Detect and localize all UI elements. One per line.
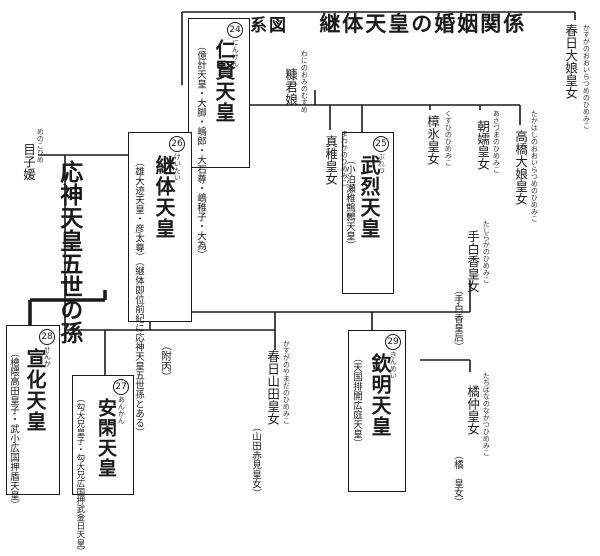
person-reading-wanikimi: わにのおみのむすめ bbox=[300, 50, 309, 113]
sovereign-note-keitai: （雄大迹天皇・彦太尊）（継体即位前紀に応神天皇五世孫とある） bbox=[132, 157, 144, 438]
sovereign-note-kinmei: （天国排開広庭天皇） bbox=[350, 353, 362, 448]
sovereign-number-ninken: 24 bbox=[227, 22, 243, 38]
sovereign-box-ninken: 24 にんけん 仁賢天皇 （億計天皇・大脚・嶋郎・大石尊・嶋稚子・大為） bbox=[188, 18, 250, 260]
sovereign-name-senka: 宣化天皇 bbox=[23, 348, 47, 432]
sovereign-note-ankan: （勾大兄皇子・勾大兄広国押武金日天皇） bbox=[74, 394, 85, 556]
sovereign-reading-senka: せんか bbox=[43, 346, 52, 367]
annotation-ojin-descendant: 応神天皇五世の孫 bbox=[55, 160, 83, 344]
sovereign-number-senka: 28 bbox=[39, 329, 55, 345]
sovereign-name-keitai: 継体天皇 bbox=[152, 155, 176, 239]
sovereign-reading-ninken: にんけん bbox=[231, 39, 240, 67]
sovereign-note-ninken: （億計天皇・大脚・嶋郎・大石尊・嶋稚子・大為） bbox=[194, 41, 206, 260]
person-name-tashiraka: 手白香皇女 bbox=[465, 230, 481, 293]
sovereign-box-buretsu: 25 ぶれつ 武烈天皇 （小泊瀬稚鷦鷯天皇） bbox=[342, 132, 394, 294]
person-name-kusuhi: 樟氷皇女 bbox=[425, 115, 441, 165]
person-reading-takahashi: たかはしのおおいらつめのひめみこ bbox=[530, 110, 539, 222]
sovereign-reading-keitai: けいたい bbox=[173, 153, 182, 181]
person-note-tashiraka: （手白香皇后） bbox=[451, 285, 463, 352]
person-name-asazuma: 朝嬬皇女 bbox=[475, 120, 491, 170]
sovereign-reading-kinmei: きんめい bbox=[389, 351, 398, 379]
sovereign-box-keitai: 26 けいたい 継体天皇 （雄大迹天皇・彦太尊）（継体即位前紀に応神天皇五世孫と… bbox=[128, 132, 192, 438]
person-name-takahashi: 高橋大娘皇女 bbox=[513, 130, 529, 205]
person-name-menoko: 目子媛 bbox=[21, 143, 37, 181]
appendix-note: （附丙） bbox=[160, 340, 173, 382]
sovereign-name-kinmei: 欽明天皇 bbox=[368, 353, 392, 437]
sovereign-number-buretsu: 25 bbox=[373, 136, 389, 152]
person-reading-tachibana: たちばなのなかつひめみこ bbox=[482, 372, 491, 456]
person-note-kasuga-yamada: （山田赤見皇女） bbox=[249, 422, 261, 498]
person-name-kasuga: 春日大娘皇女 bbox=[563, 24, 579, 99]
title-main: 継体天皇の婚姻関係 bbox=[319, 11, 527, 36]
person-reading-mawaka: まわかのひめみこ bbox=[340, 130, 349, 186]
person-reading-kasuga: かすがのおおいらつめのひめみこ bbox=[582, 24, 591, 129]
person-reading-kusuhi: くすひのひめみこ bbox=[444, 110, 453, 166]
sovereign-box-kinmei: 29 きんめい 欽明天皇 （天国排開広庭天皇） bbox=[348, 330, 406, 492]
sovereign-number-kinmei: 29 bbox=[385, 334, 401, 350]
person-name-wanikimi: 糠君娘 bbox=[283, 68, 299, 106]
person-reading-menoko: めのこひめ bbox=[36, 128, 45, 163]
person-name-kasuga-yamada: 春日山田皇女 bbox=[265, 350, 281, 425]
person-reading-tashiraka: たしらかのひめみこ bbox=[482, 220, 491, 283]
sovereign-number-keitai: 26 bbox=[169, 136, 185, 152]
sovereign-note-senka: （檜隈高田皇子・武小広国押盾天皇） bbox=[7, 348, 19, 510]
sovereign-box-ankan: 27 あんかん 安閑天皇 （勾大兄皇子・勾大兄広国押武金日天皇） bbox=[72, 375, 134, 556]
sovereign-reading-buretsu: ぶれつ bbox=[377, 153, 386, 174]
person-name-mawaka: 真稚皇女 bbox=[323, 135, 339, 185]
sovereign-name-ankan: 安閑天皇 bbox=[94, 398, 117, 478]
sovereign-note-buretsu: （小泊瀬稚鷦鷯天皇） bbox=[343, 155, 355, 250]
sovereign-number-ankan: 27 bbox=[113, 379, 129, 395]
person-reading-asazuma: あさづまのひめみこ bbox=[492, 110, 501, 173]
sovereign-name-ninken: 仁賢天皇 bbox=[212, 39, 236, 123]
sovereign-reading-ankan: あんかん bbox=[117, 396, 126, 424]
person-reading-kasuga-yamada: かすがのやまだのひめみこ bbox=[282, 340, 291, 424]
sovereign-box-senka: 28 せんか 宣化天皇 （檜隈高田皇子・武小広国押盾天皇） bbox=[6, 325, 60, 510]
diagram-title: 系図 継体天皇の婚姻関係 bbox=[250, 8, 526, 38]
person-note-tachibana: （橘 皇女） bbox=[451, 450, 463, 507]
person-name-tachibana: 橘仲皇女 bbox=[465, 385, 481, 435]
sovereign-name-buretsu: 武烈天皇 bbox=[357, 155, 381, 239]
title-prefix: 系図 bbox=[250, 16, 288, 36]
